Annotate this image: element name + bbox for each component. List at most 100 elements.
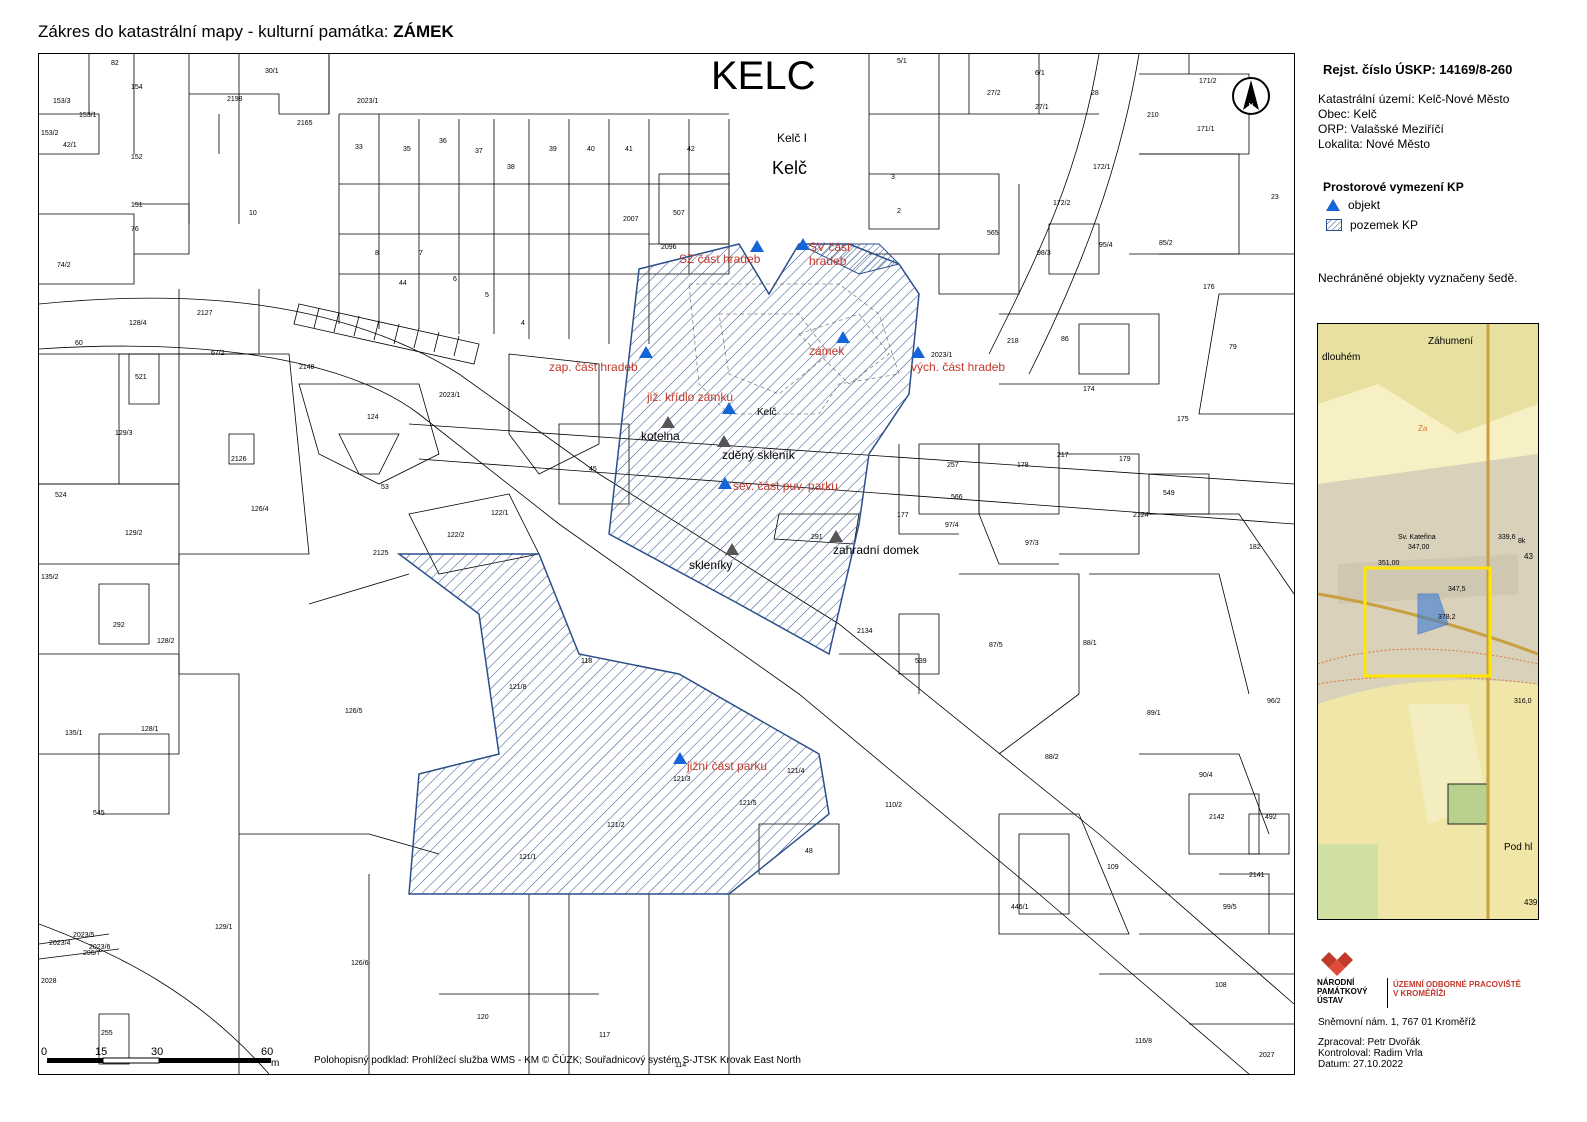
overview-map[interactable]: Záhumení dlouhém Sv. Kateřina 347,00 351…: [1317, 323, 1539, 920]
hatch-icon: [1326, 219, 1342, 231]
overview-label: dlouhém: [1322, 352, 1361, 363]
parcel-number: 10: [249, 210, 257, 217]
parcel-number: 44: [399, 280, 407, 287]
parcel-number: 174: [1083, 386, 1095, 393]
parcel-number: 3: [891, 174, 895, 181]
parcel-number: 2028: [41, 978, 57, 985]
parcel-number: 565: [987, 230, 999, 237]
parcel-number: 291: [811, 534, 823, 541]
parcel-number: 2023/1: [439, 392, 461, 399]
parcel-number: 30/1: [265, 68, 279, 75]
parcel-number: 110/2: [885, 802, 902, 809]
parcel-number: 96/2: [1267, 698, 1281, 705]
parcel-number: 121/5: [739, 800, 757, 807]
parcel-number: 218: [1007, 338, 1019, 345]
parcel-number: 67/2: [211, 350, 225, 357]
info-block: Katastrální území: Kelč-Nové Město Obec:…: [1318, 92, 1509, 152]
parcel-number: 175: [1177, 416, 1189, 423]
parcel-number: 178: [1017, 462, 1029, 469]
label-zap-hradby: zap. část hradeb: [549, 360, 638, 374]
parcel-number: 2023/1: [357, 98, 379, 105]
parcel-number: 217: [1057, 452, 1069, 459]
parcel-number: 2023/4: [49, 940, 71, 947]
cadastral-map[interactable]: KELC Kelč I Kelč Kelč N SZ část hradeb S…: [38, 53, 1295, 1075]
parcel-number: 524: [55, 492, 67, 499]
parcel-number: 6: [453, 276, 457, 283]
overview-label: Za: [1418, 424, 1428, 433]
source-note: Polohopisný podklad: Prohlížecí služba W…: [314, 1055, 801, 1066]
parcel-number: 255: [101, 1030, 113, 1037]
parcel-number: 210: [1147, 112, 1159, 119]
parcel-number: 40: [587, 146, 595, 153]
parcel-number: 122/2: [447, 532, 465, 539]
parcel-number: 42/1: [63, 142, 77, 149]
scale-tick-0: 0: [41, 1046, 48, 1058]
parcel-number: 171/2: [1199, 78, 1217, 85]
legend-parcel: pozemek KP: [1326, 218, 1418, 232]
parcel-number: 446/1: [1011, 904, 1029, 911]
parcel-number: 171/1: [1197, 126, 1215, 133]
parcel-number: 87/5: [989, 642, 1003, 649]
parcel-number: 98/3: [1037, 250, 1051, 257]
logo-divider: [1387, 978, 1388, 1008]
parcel-number: 128/2: [157, 638, 175, 645]
info-line: Katastrální území: Kelč-Nové Město: [1318, 92, 1510, 106]
label-jiz-kridlo: již. křídlo zámku: [647, 390, 734, 404]
legend-object-label: objekt: [1348, 198, 1381, 212]
parcel-number: 117: [599, 1032, 611, 1039]
parcel-number: 39: [549, 146, 557, 153]
parcel-number: 45: [589, 466, 597, 473]
parcel-number: 126/5: [345, 708, 363, 715]
parcel-number: 549: [1163, 490, 1175, 497]
parcel-number: 545: [93, 810, 105, 817]
parcel-number: 86: [1061, 336, 1069, 343]
parcel-number: 121/4: [787, 768, 805, 775]
overview-label: 339,6: [1498, 534, 1516, 541]
parcel-number: 118: [581, 658, 593, 665]
parcel-number: 172/1: [1093, 164, 1111, 171]
parcel-number: 82: [111, 60, 119, 67]
institution-logo: NÁRODNÍ PAMÁTKOVÝ ÚSTAV ÚZEMNÍ ODBORNÉ P…: [1317, 950, 1521, 1008]
parcel-number: 2023/5: [73, 932, 95, 939]
label-skleniky: skleníky: [689, 558, 733, 572]
label-sz-hradby: SZ část hradeb: [679, 252, 761, 266]
building-label: Kelč: [757, 407, 777, 418]
label-zahradni-domek: zahradní domek: [833, 543, 920, 557]
parcel-number: 120: [477, 1014, 489, 1021]
north-arrow-icon: N: [1231, 76, 1271, 116]
legend-title: Prostorové vymezení KP: [1323, 180, 1464, 194]
parcel-number: 122/1: [491, 510, 509, 517]
parcel-number: 2127: [197, 310, 213, 317]
map-canvas: [39, 54, 1294, 1074]
parcel-number: 129/2: [125, 530, 143, 537]
parcel-number: 95/4: [1099, 242, 1113, 249]
legend-object: objekt: [1326, 198, 1380, 212]
protected-area-park: [396, 553, 830, 895]
parcel-number: 176: [1203, 284, 1215, 291]
parcel-number: 296/7: [83, 950, 101, 957]
department: ÚZEMNÍ ODBORNÉ PRACOVIŠTĚ V KROMĚŘÍŽI: [1393, 980, 1521, 998]
parcel-number: 2126: [231, 456, 247, 463]
parcel-number: 126/4: [251, 506, 269, 513]
label-sev-park: sev. část puv. parku: [733, 479, 838, 493]
parcel-number: 2096: [661, 244, 677, 251]
info-line: Obec: Kelč: [1318, 107, 1377, 121]
parcel-number: 135/2: [41, 574, 59, 581]
overview-label: 378,2: [1438, 614, 1456, 621]
parcel-number: 38: [507, 164, 515, 171]
npu-name: NÁRODNÍ PAMÁTKOVÝ ÚSTAV: [1317, 978, 1368, 1005]
parcel-number: 88/1: [1083, 640, 1097, 647]
parcel-number: 2125: [373, 550, 389, 557]
parcel-number: 74/2: [57, 262, 71, 269]
overview-label: 351,00: [1378, 560, 1400, 567]
parcel-number: 99/5: [1223, 904, 1237, 911]
parcel-number: 85/2: [1159, 240, 1173, 247]
label-kotelna: kotelna: [641, 429, 680, 443]
parcel-number: 76: [131, 226, 139, 233]
scale-tick-15: 15: [95, 1046, 108, 1058]
parcel-number: 152: [131, 154, 143, 161]
parcel-number: 292: [113, 622, 125, 629]
parcel-number: 2007: [623, 216, 639, 223]
parcel-number: 2141: [1249, 872, 1265, 879]
parcel-number: 153/3: [53, 98, 71, 105]
